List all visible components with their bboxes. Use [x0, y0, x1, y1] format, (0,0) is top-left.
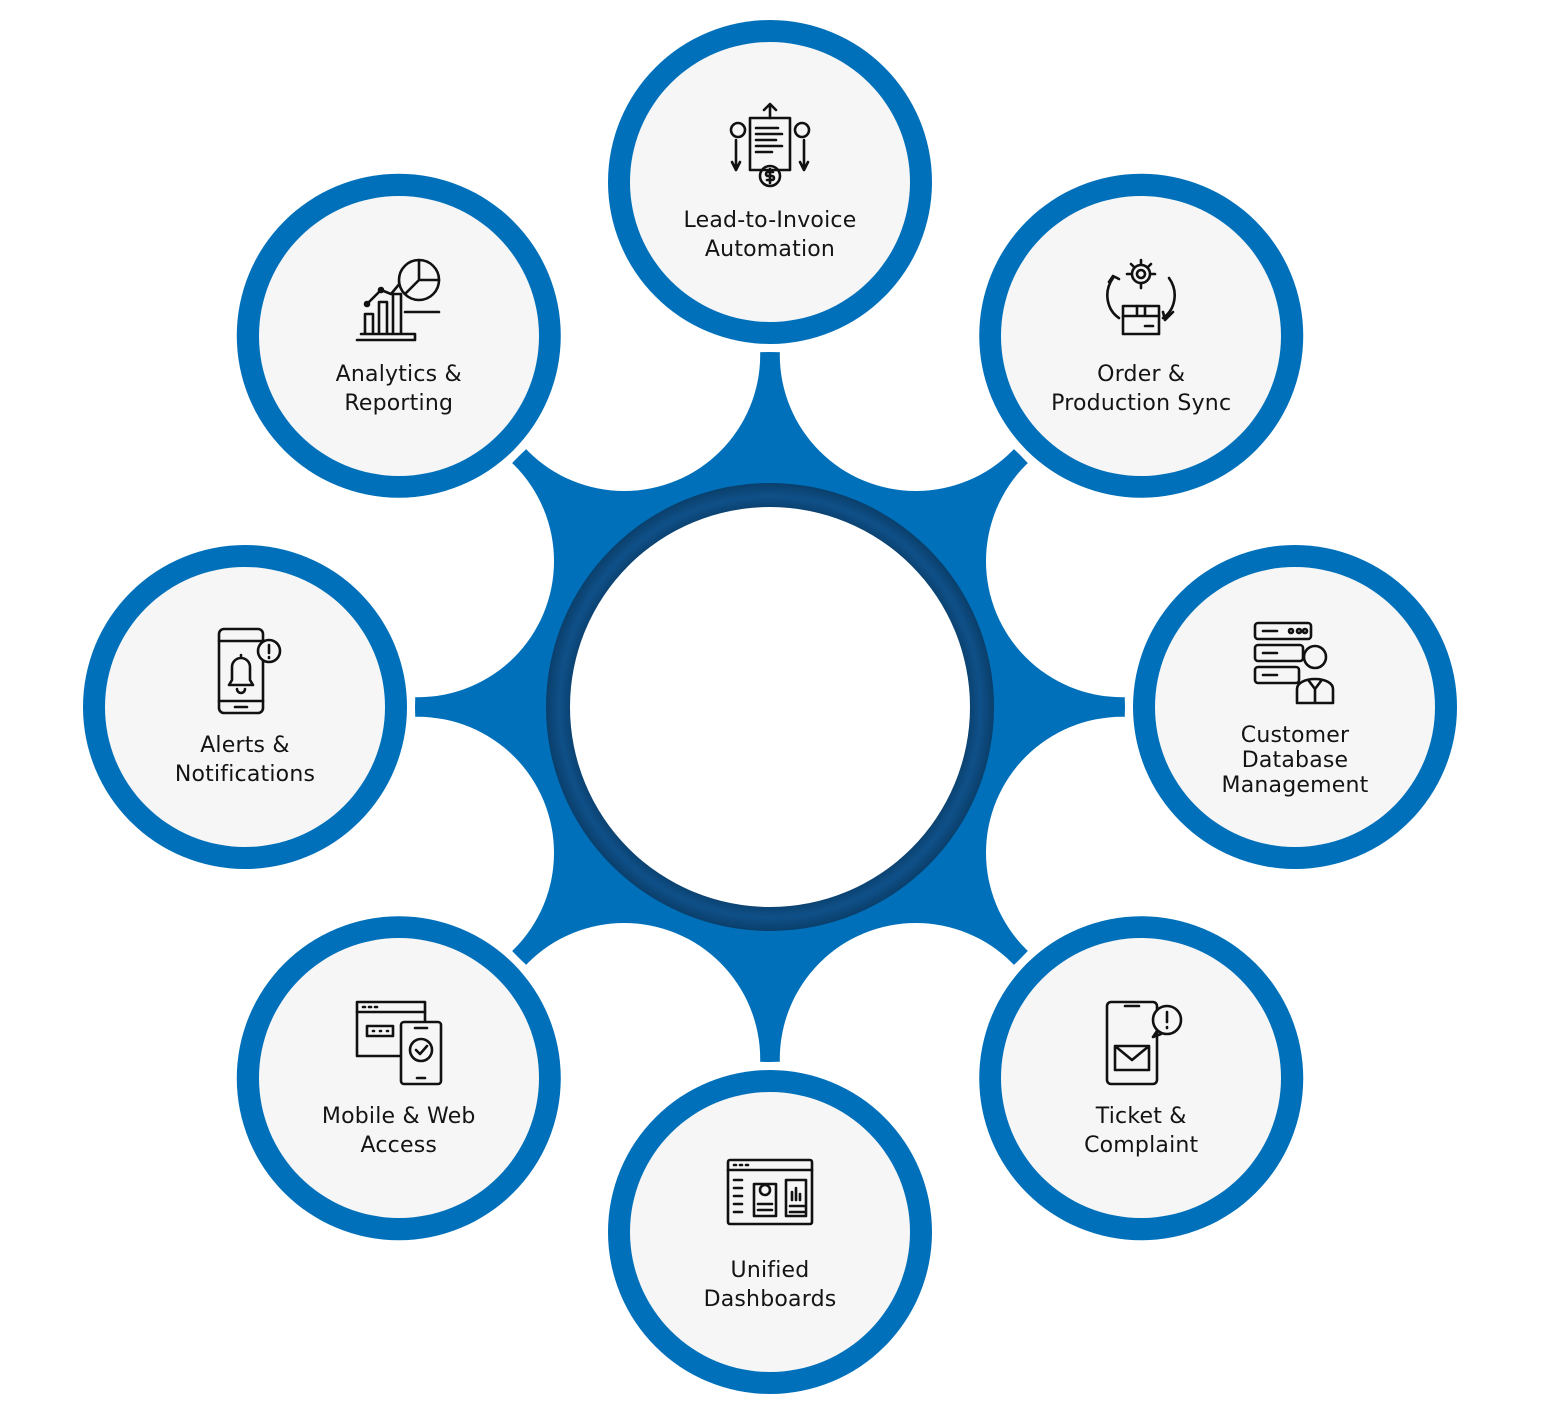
order-sync-icon [1106, 258, 1177, 336]
dashboard-icon [726, 1158, 814, 1226]
invoice-automation-icon [729, 102, 811, 188]
node-customer-database: Customer Database Management [1155, 567, 1435, 847]
mobile-web-icon [355, 1000, 443, 1086]
node-ticket-complaint: Ticket & Complaint [1001, 938, 1282, 1219]
node-label: Alerts & Notifications [174, 733, 316, 787]
node-alert-notification: Alerts & Notifications [105, 567, 385, 847]
node-dashboard: Unified Dashboards [630, 1092, 910, 1372]
node-label: Mobile & Web Access [321, 1104, 476, 1159]
node-label: Unified Dashboards [703, 1258, 837, 1312]
analytics-icon [355, 258, 441, 342]
center-hub [570, 507, 970, 907]
node-mobile-web: Mobile & Web Access [258, 938, 539, 1219]
alert-notification-icon [217, 627, 282, 715]
node-order-sync: Order & Production Sync [1001, 195, 1282, 476]
node-label: Order & Production Sync [1051, 361, 1232, 416]
ticket-complaint-icon [1105, 1000, 1183, 1086]
node-analytics: Analytics & Reporting [258, 195, 539, 476]
node-label: Analytics & Reporting [335, 361, 462, 416]
customer-database-icon [1253, 621, 1335, 704]
node-invoice-automation: Lead-to-Invoice Automation [630, 42, 910, 322]
node-label: Ticket & Complaint [1084, 1104, 1199, 1159]
node-label: Lead-to-Invoice Automation [683, 208, 857, 262]
node-label: Customer Database Management [1221, 722, 1369, 798]
